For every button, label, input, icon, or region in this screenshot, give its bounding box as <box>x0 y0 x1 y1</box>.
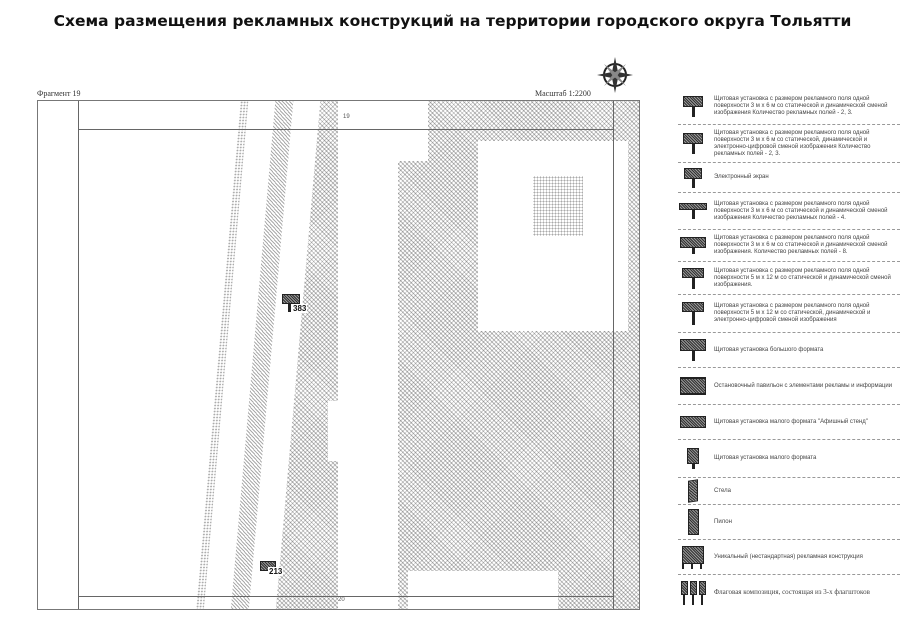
billboard-large-icon <box>678 339 708 361</box>
legend-item: Остановочный павильон с элементами рекла… <box>678 368 900 405</box>
small-billboard-icon <box>678 448 708 469</box>
billboard-4fields-icon <box>678 203 708 219</box>
billboard-5x12-icon <box>678 267 708 289</box>
unique-structure-icon <box>678 545 708 569</box>
billboard-3x6-icon <box>678 95 708 117</box>
billboard-8fields-icon <box>678 237 708 254</box>
legend-item: Щитовая установка с размером рекламного … <box>678 125 900 163</box>
grid-label-top: 19 <box>343 114 350 120</box>
scale-label: Масштаб 1:2200 <box>535 89 591 98</box>
legend-item: Щитовая установка малого формата <box>678 440 900 478</box>
pylon-icon <box>678 509 708 535</box>
stele-icon <box>678 479 708 503</box>
billboard-3x6-digital-icon <box>678 133 708 154</box>
building <box>533 176 583 236</box>
legend-item: Стела <box>678 478 900 505</box>
legend-item: Щитовая установка с размером рекламного … <box>678 295 900 333</box>
billboard-5x12-digital-icon <box>678 302 708 325</box>
flag-composition-icon <box>678 580 708 605</box>
legend-item: Уникальный (нестандартная) рекламная кон… <box>678 540 900 575</box>
grid-label-bottom: 20 <box>338 597 345 603</box>
poster-stand-icon <box>678 416 708 428</box>
marker-label: 383 <box>292 304 308 313</box>
ad-marker-213[interactable]: 213 <box>260 561 284 576</box>
bus-stop-pavilion-icon <box>678 377 708 395</box>
legend-item: Щитовая установка малого формата "Афишны… <box>678 405 900 440</box>
legend-item: Щитовая установка с размером рекламного … <box>678 88 900 125</box>
legend-item: Щитовая установка с размером рекламного … <box>678 193 900 230</box>
page-title: Схема размещения рекламных конструкций н… <box>53 12 852 30</box>
map-fragment[interactable]: 19 20 383 213 <box>37 100 640 610</box>
legend-item: Флаговая композиция, состоящая из 3-х фл… <box>678 575 900 610</box>
ad-marker-383[interactable]: 383 <box>282 294 308 313</box>
compass-rose-icon <box>595 55 635 95</box>
fragment-label: Фрагмент 19 <box>37 89 81 98</box>
legend-item: Щитовая установка с размером рекламного … <box>678 230 900 262</box>
legend-item: Щитовая установка большого формата <box>678 333 900 368</box>
legend-item: Электронный экран <box>678 163 900 193</box>
marker-label: 213 <box>268 567 284 576</box>
legend-item: Пилон <box>678 505 900 540</box>
electronic-screen-icon <box>678 167 708 188</box>
legend-item: Щитовая установка с размером рекламного … <box>678 262 900 295</box>
